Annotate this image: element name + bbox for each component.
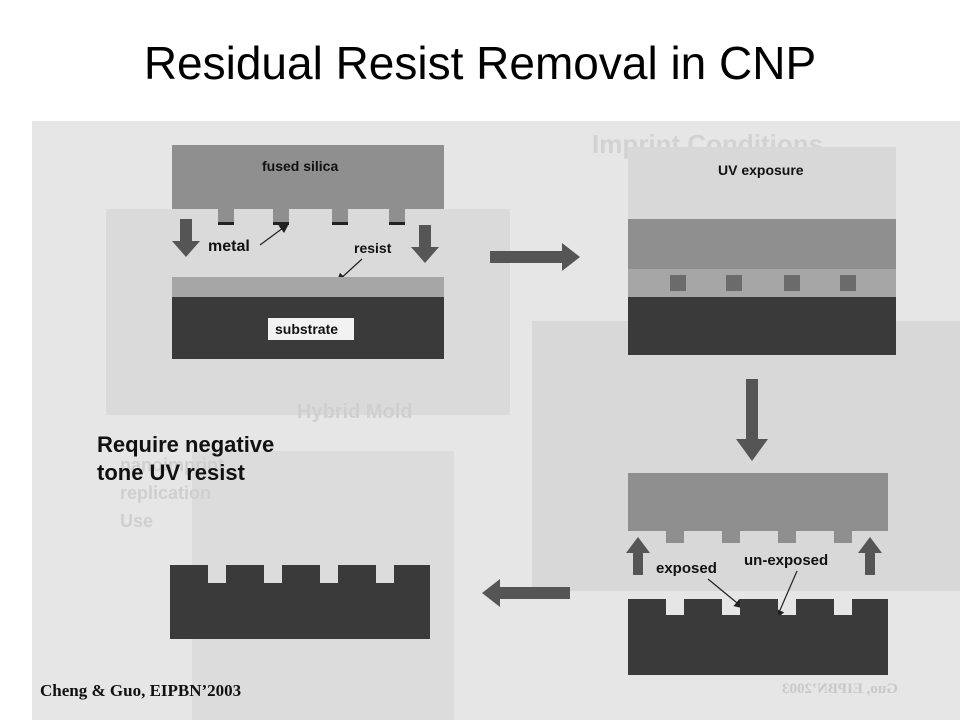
metal-cap bbox=[218, 222, 234, 225]
ghost-bleed-right bbox=[532, 321, 960, 591]
metal-cap bbox=[273, 222, 289, 225]
note-line: tone UV resist bbox=[97, 460, 245, 485]
ghost-bullets: nanoimprint replication Use bbox=[120, 451, 224, 535]
ghost-bullet: nanoimprint bbox=[120, 455, 224, 475]
uv-feature bbox=[726, 275, 742, 291]
separated-mold-tooth bbox=[666, 529, 684, 543]
metal-cap bbox=[389, 222, 405, 225]
exposed-pointer bbox=[707, 578, 744, 609]
resist-label: resist bbox=[354, 240, 392, 256]
patterned-substrate-right bbox=[628, 599, 888, 675]
uv-substrate bbox=[628, 297, 896, 355]
separated-mold-tooth bbox=[778, 529, 796, 543]
arrow-to-uv-step bbox=[490, 243, 580, 271]
arrow-to-separation-step bbox=[736, 379, 768, 461]
arrow-to-final-step bbox=[482, 579, 570, 607]
lift-arrow-left bbox=[626, 537, 650, 575]
lift-arrow-right bbox=[858, 537, 882, 575]
unexposed-pointer bbox=[775, 570, 798, 620]
uv-feature bbox=[670, 275, 686, 291]
press-down-arrow-left bbox=[172, 219, 200, 257]
mold-tooth bbox=[273, 207, 289, 225]
citation-credit: Cheng & Guo, EIPBN’2003 bbox=[40, 681, 242, 700]
ghost-hybrid-mold-text: Hybrid Mold bbox=[297, 401, 413, 423]
fused-silica-mold bbox=[172, 145, 444, 209]
citation-mirrored-bleed: Guo, EIPBN’2003 bbox=[782, 681, 898, 697]
uv-feature bbox=[840, 275, 856, 291]
mold-tooth bbox=[389, 207, 405, 225]
metal-cap bbox=[332, 222, 348, 225]
metal-label: metal bbox=[208, 238, 250, 255]
step2-uv-group: UV exposure bbox=[628, 147, 896, 355]
negative-tone-note: Require negative tone UV resist bbox=[97, 431, 274, 487]
uv-feature bbox=[784, 275, 800, 291]
step1-mold-group: fused silica metal resist substrate bbox=[172, 145, 444, 359]
separated-mold-tooth bbox=[834, 529, 852, 543]
step3-separation-group: un-exposed exposed bbox=[626, 473, 888, 675]
unexposed-label: un-exposed bbox=[744, 552, 828, 569]
press-down-arrow-right bbox=[411, 225, 439, 263]
slide-title: Residual Resist Removal in CNP bbox=[143, 37, 817, 89]
note-line: Require negative bbox=[97, 432, 275, 457]
ghost-bullet: Use bbox=[120, 511, 154, 531]
exposed-label: exposed bbox=[656, 560, 717, 577]
uv-exposure-region bbox=[628, 147, 896, 219]
metal-pointer bbox=[259, 223, 289, 246]
resist-layer bbox=[172, 277, 444, 297]
substrate-label: substrate bbox=[275, 321, 338, 337]
substrate-label-box bbox=[268, 318, 354, 340]
separated-mold-tooth bbox=[722, 529, 740, 543]
final-patterned-substrate bbox=[170, 565, 430, 639]
separated-mold bbox=[628, 473, 888, 531]
mold-tooth bbox=[218, 207, 234, 225]
scanned-figure: Hybrid Mold Imprint Conditions nanoimpri… bbox=[32, 121, 960, 720]
process-diagram: fused silica metal resist substrate UV e… bbox=[170, 145, 896, 675]
uv-exposure-label: UV exposure bbox=[718, 162, 804, 178]
ghost-bullet: replication bbox=[120, 483, 212, 503]
mold-tooth bbox=[332, 207, 348, 225]
fused-silica-label: fused silica bbox=[262, 158, 338, 174]
